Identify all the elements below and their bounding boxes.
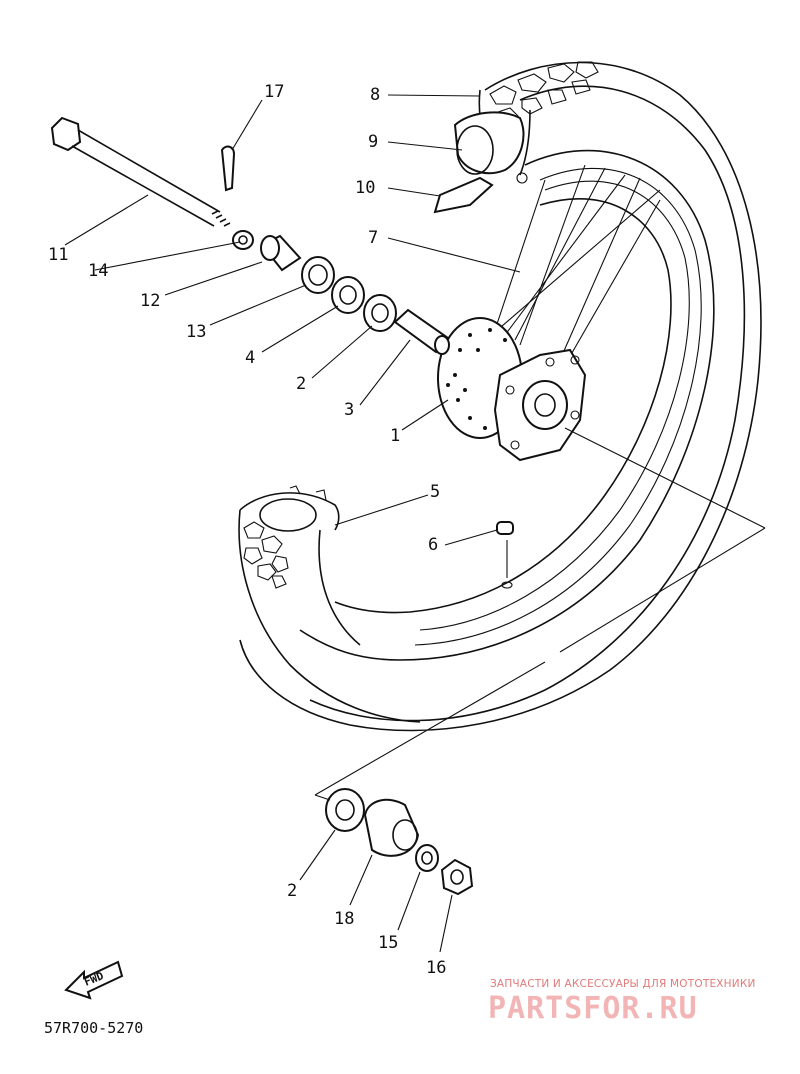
part-label-6: 6 [428, 535, 438, 555]
leader-lines [64, 94, 766, 953]
part-label-10: 10 [355, 178, 375, 198]
part-label-13: 13 [186, 322, 206, 342]
part-label-9: 9 [368, 132, 378, 152]
part-label-2-upper: 2 [296, 374, 306, 394]
part-label-7: 7 [368, 228, 378, 248]
part-label-12: 12 [140, 291, 160, 311]
spokes [479, 164, 661, 366]
watermark-tagline: ЗАПЧАСТИ И АКСЕССУАРЫ ДЛЯ МОТОТЕХНИКИ [490, 978, 756, 990]
part-label-3: 3 [344, 400, 354, 420]
part-label-5: 5 [430, 482, 440, 502]
part-label-15: 15 [378, 933, 398, 953]
part-label-8: 8 [370, 85, 380, 105]
drawing-code: 57R700-5270 [44, 1019, 143, 1037]
lower-parts [325, 788, 474, 896]
part-label-14: 14 [88, 261, 108, 281]
part-label-4: 4 [245, 348, 255, 368]
watermark-brand: PARTSFOR.RU [488, 991, 698, 1026]
part-number-labels: 8 9 10 7 17 11 14 12 13 4 2 3 1 5 6 2 18… [48, 82, 446, 978]
wheel-hub [437, 317, 587, 462]
part-label-17: 17 [264, 82, 284, 102]
part-label-1: 1 [390, 426, 400, 446]
part-label-16: 16 [426, 958, 446, 978]
part-label-2-lower: 2 [287, 881, 297, 901]
part-label-18: 18 [334, 909, 354, 929]
fwd-arrow: FWD [64, 960, 124, 1000]
axle-assembly [50, 116, 514, 589]
part-label-11: 11 [48, 245, 68, 265]
watermark: ЗАПЧАСТИ И АКСЕССУАРЫ ДЛЯ МОТОТЕХНИКИ PA… [488, 978, 756, 1026]
